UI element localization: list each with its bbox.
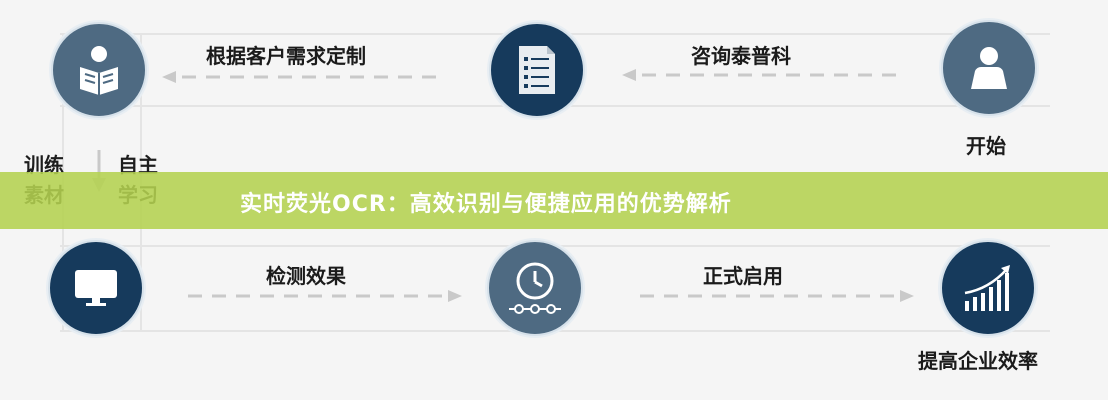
customize-node [51, 22, 147, 118]
train-node [48, 240, 144, 336]
arrow-test [188, 290, 462, 302]
arrow-launch [640, 290, 914, 302]
improve-label: 提高企业效率 [918, 349, 1038, 373]
monitor-icon [75, 270, 117, 306]
improve-node [940, 240, 1036, 336]
person-icon [971, 47, 1007, 89]
reading-person-icon [80, 46, 118, 95]
consult-node [489, 22, 585, 118]
clock-timeline-icon [509, 262, 561, 314]
consult-label: 咨询泰普科 [691, 44, 791, 68]
customize-label: 根据客户需求定制 [206, 44, 366, 68]
test-label: 检测效果 [266, 264, 346, 288]
launch-label: 正式启用 [703, 264, 783, 288]
start-label: 开始 [966, 134, 1006, 158]
title-banner [0, 172, 1108, 229]
checklist-document-icon [519, 46, 555, 94]
test-node [487, 240, 583, 336]
start-node [941, 20, 1037, 116]
arrow-customize [162, 71, 436, 83]
growth-chart-icon [964, 265, 1010, 311]
arrow-consult [622, 69, 896, 81]
banner-title: 实时荧光OCR：高效识别与便捷应用的优势解析 [240, 192, 732, 217]
